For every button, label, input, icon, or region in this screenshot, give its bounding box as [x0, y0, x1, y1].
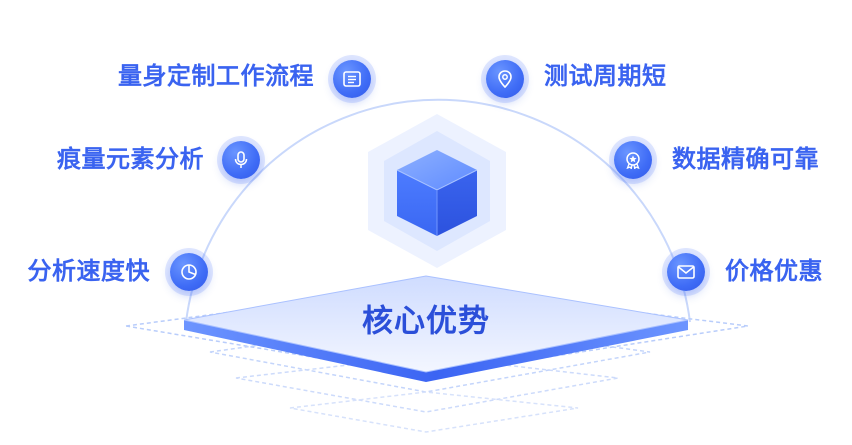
award-badge-icon — [614, 141, 652, 179]
pie-chart-icon — [170, 253, 208, 291]
cube-left — [397, 170, 437, 236]
microphone-icon — [222, 141, 260, 179]
feature-label-trace-analysis: 痕量元素分析 — [57, 145, 204, 173]
dome-arc — [185, 98, 691, 323]
feature-label-good-price: 价格优惠 — [725, 257, 823, 285]
feature-label-fast-analysis: 分析速度快 — [27, 257, 150, 285]
list-icon — [333, 60, 371, 98]
location-pin-icon — [486, 60, 524, 98]
dashed-layer-4 — [289, 391, 579, 433]
feature-label-data-reliable: 数据精确可靠 — [672, 145, 819, 173]
envelope-icon — [667, 253, 705, 291]
feature-label-short-cycle: 测试周期短 — [544, 62, 667, 90]
feature-label-workflow: 量身定制工作流程 — [118, 62, 314, 90]
platform-top — [183, 275, 689, 373]
center-title: 核心优势 — [362, 303, 490, 340]
cube-right — [437, 170, 477, 236]
dashed-layer-2 — [209, 321, 651, 393]
